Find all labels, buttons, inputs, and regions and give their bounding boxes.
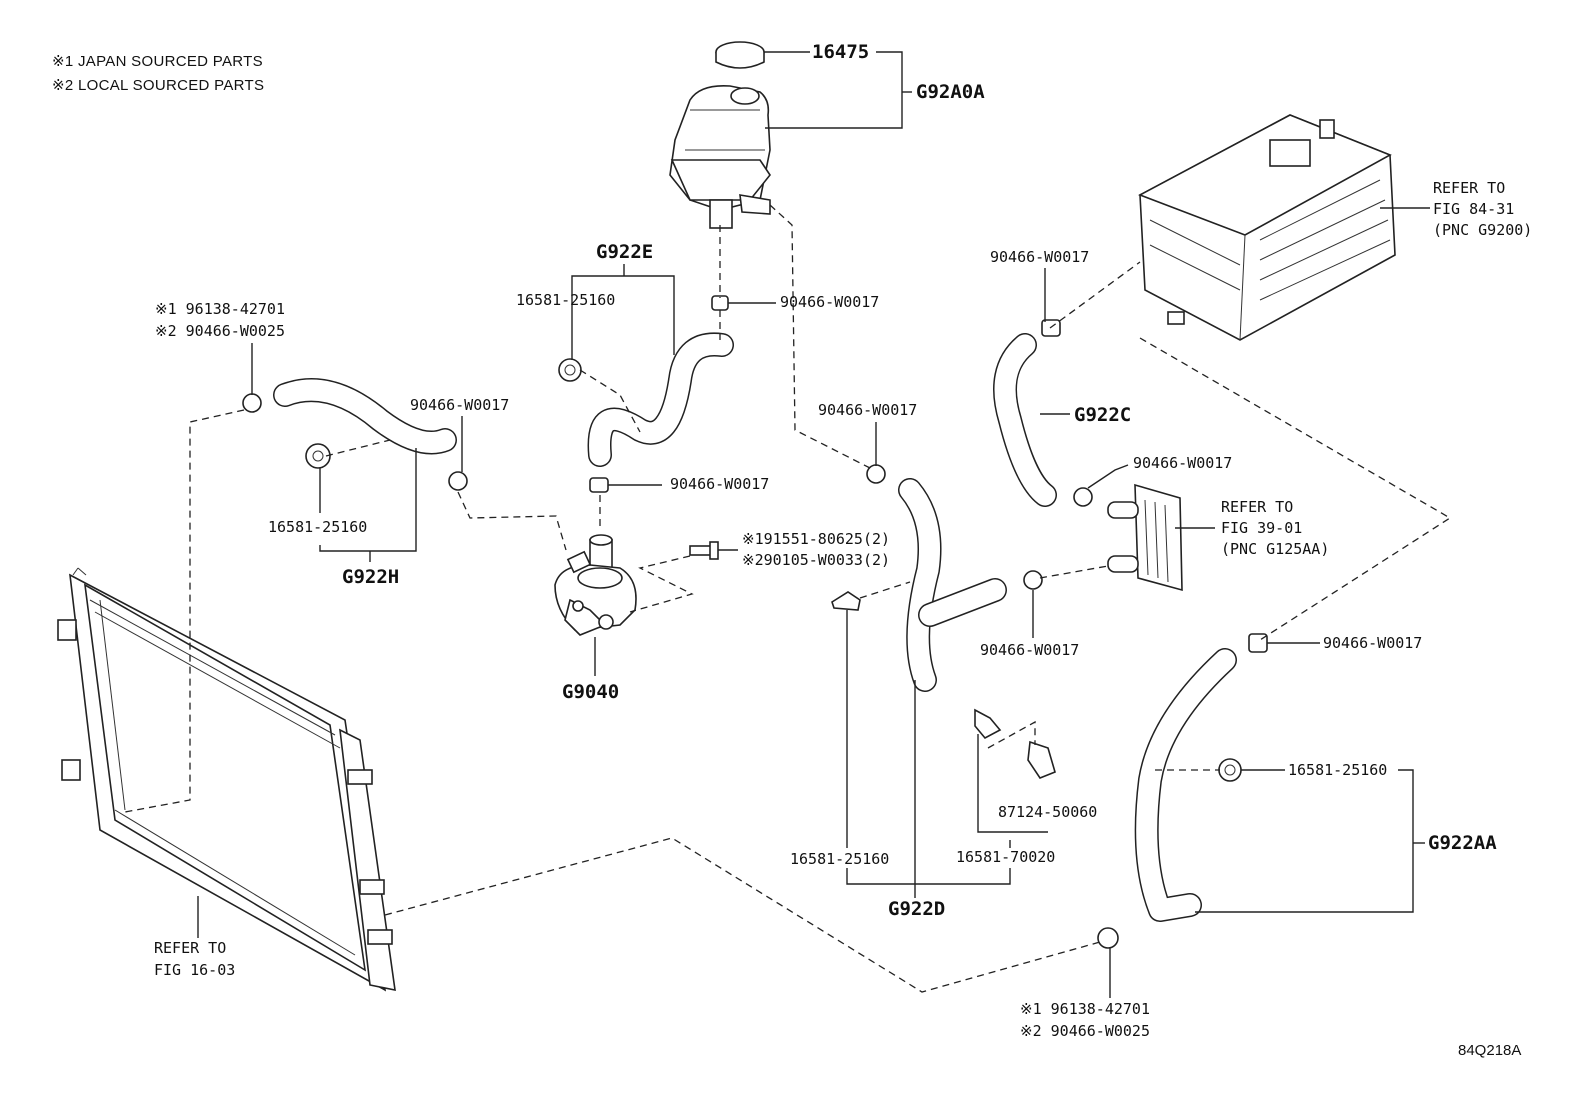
- bolt-pump[interactable]: [689, 541, 719, 560]
- label-hose-aa-clip: 90466-W0017: [1323, 634, 1422, 652]
- label-hose-d-clamp-a: 16581-25160: [790, 850, 889, 868]
- label-cooler-clip-top: 90466-W0017: [1133, 454, 1232, 472]
- clamp-hose-h[interactable]: [305, 443, 331, 469]
- label-inverter-ref-2: FIG 84-31: [1433, 200, 1514, 218]
- label-pump-top-clip: 90466-W0017: [670, 475, 769, 493]
- label-inverter-clip: 90466-W0017: [990, 248, 1089, 266]
- label-hose-h-clamp: 16581-25160: [268, 518, 367, 536]
- label-g922aa: G922AA: [1428, 832, 1497, 854]
- label-g922e: G922E: [596, 241, 653, 263]
- label-hose-e-clamp: 16581-25160: [516, 291, 615, 309]
- note-japan-sourced: ※1 JAPAN SOURCED PARTS: [52, 53, 263, 70]
- clip-hose-h[interactable]: [448, 471, 468, 491]
- label-radiator-ref-2: FIG 16-03: [154, 961, 235, 979]
- clip-reservoir[interactable]: [711, 295, 729, 311]
- label-reservoir-clip: 90466-W0017: [780, 293, 879, 311]
- oil-cooler[interactable]: [1107, 483, 1183, 592]
- label-hose-h-clip: 90466-W0017: [410, 396, 509, 414]
- label-cooler-ref-2: FIG 39-01: [1221, 519, 1302, 537]
- radiator[interactable]: [57, 567, 396, 992]
- label-inverter-ref-3: (PNC G9200): [1433, 221, 1532, 239]
- clamp-radiator-upper[interactable]: [242, 393, 262, 413]
- label-pump-bolt-1: ※191551-80625(2): [742, 530, 890, 548]
- label-hose-aa-clamp: 16581-25160: [1288, 761, 1387, 779]
- label-radiator-clamp-1: ※1 96138-42701: [155, 300, 285, 318]
- clamp-hose-e[interactable]: [558, 358, 582, 382]
- clip-cooler-top[interactable]: [1073, 487, 1093, 507]
- label-lower-clamp-1: ※1 96138-42701: [1020, 1000, 1150, 1018]
- coolant-reservoir[interactable]: [669, 41, 771, 229]
- connection-lines: [124, 204, 1452, 993]
- label-cooler-ref-1: REFER TO: [1221, 498, 1293, 516]
- label-lower-clamp-2: ※2 90466-W0025: [1020, 1022, 1150, 1040]
- figure-code: 84Q218A: [1458, 1042, 1521, 1059]
- label-radiator-ref-1: REFER TO: [154, 939, 226, 957]
- bracket-87124[interactable]: [1027, 740, 1056, 779]
- label-cooler-ref-3: (PNC G125AA): [1221, 540, 1329, 558]
- hose-g922d[interactable]: [898, 478, 1007, 692]
- label-hose-d-clamp-b: 16581-70020: [956, 848, 1055, 866]
- clamp-hose-aa[interactable]: [1218, 758, 1242, 782]
- label-g9040: G9040: [562, 681, 619, 703]
- note-local-sourced: ※2 LOCAL SOURCED PARTS: [52, 77, 265, 94]
- label-hose-d-clip: 90466-W0017: [818, 401, 917, 419]
- clamp-hose-d-b[interactable]: [974, 708, 1002, 740]
- hose-g922aa[interactable]: [1134, 648, 1237, 922]
- leader-lines: [197, 51, 1430, 998]
- label-g922c: G922C: [1074, 404, 1131, 426]
- label-g92a0a: G92A0A: [916, 81, 985, 103]
- hose-g922h[interactable]: [273, 378, 457, 455]
- clip-cooler-bottom[interactable]: [1023, 570, 1043, 590]
- clip-pump-top[interactable]: [589, 477, 609, 493]
- hose-g922c[interactable]: [993, 333, 1057, 507]
- water-pump[interactable]: [554, 534, 637, 636]
- label-inverter-ref-1: REFER TO: [1433, 179, 1505, 197]
- inverter-assembly[interactable]: [1138, 114, 1396, 341]
- label-16475: 16475: [812, 41, 869, 63]
- label-radiator-clamp-2: ※2 90466-W0025: [155, 322, 285, 340]
- clamp-radiator-lower[interactable]: [1097, 927, 1119, 949]
- clamp-hose-d-a[interactable]: [831, 591, 861, 611]
- label-bracket: 87124-50060: [998, 803, 1097, 821]
- label-g922h: G922H: [342, 566, 399, 588]
- label-g922d: G922D: [888, 898, 945, 920]
- label-pump-bolt-2: ※290105-W0033(2): [742, 551, 890, 569]
- hose-g922e[interactable]: [587, 332, 734, 467]
- label-cooler-clip-bottom: 90466-W0017: [980, 641, 1079, 659]
